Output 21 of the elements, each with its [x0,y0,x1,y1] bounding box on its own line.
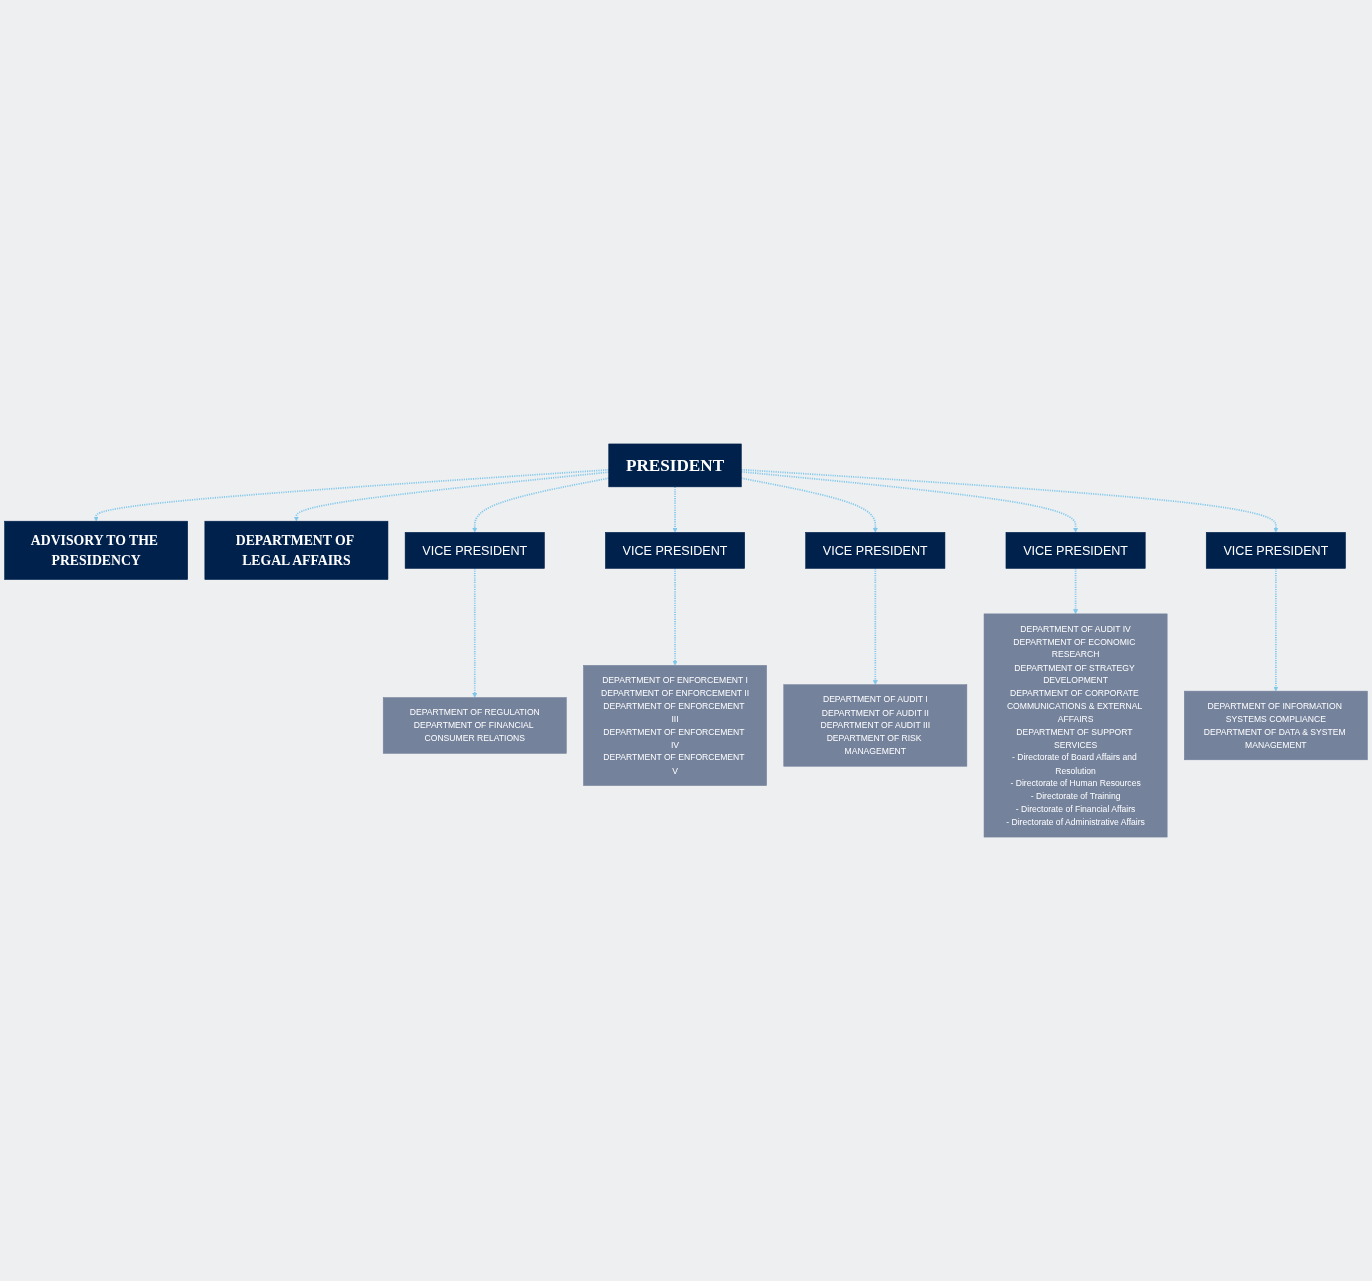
node-box: DEPARTMENT OF AUDIT I DEPARTMENT OF AUDIT II DEPARTMENT OF AUDIT III DEPARTMENT OF RISK MANAGEMENT [783,684,968,767]
arrow [1073,567,1079,615]
node-box: PRESIDENT [608,443,742,488]
node-box: DEPARTMENT OF ENFORCEMENT I DEPARTMENT OF ENFORCEMENT II DEPARTMENT OF ENFORCEMENT III DEPARTMENT OF ENFORCEMENT IV DEPARTMENT OF ENFORCEMENT V [583,665,767,786]
arrow [672,486,678,533]
arrow [672,567,678,666]
node-box: DEPARTMENT OF AUDIT IV DEPARTMENT OF ECONOMIC RESEARCH DEPARTMENT OF STRATEGY DEVELOPMENT DEPARTMENT OF CORPORATE COMMUNICATIONS & EXTERNAL AFFAIRS DEPARTMENT OF SUPPORT SERVICES - Directorate of Board Affairs and Resolution - Directorate of Human Resources - Directorate of Training - Directorate of Financial Affairs - Directorate of Administrative Affairs [983,613,1168,838]
node-box: DEPARTMENT OF REGULATION DEPARTMENT OF FINANCIAL CONSUMER RELATIONS [382,697,567,754]
node-box: VICE PRESIDENT [805,532,946,569]
arrow [1273,567,1279,692]
node-box: ADVISORY TO THE PRESIDENCY [4,520,188,580]
arrow [872,567,878,685]
arrow [472,567,478,698]
node-box: VICE PRESIDENT [404,532,545,569]
node-box: DEPARTMENT OF LEGAL AFFAIRS [204,520,389,580]
node-box: VICE PRESIDENT [1005,532,1146,569]
arrow [740,470,1079,533]
arrow [740,468,1279,533]
node-box: VICE PRESIDENT [1205,532,1346,569]
node-box: VICE PRESIDENT [605,532,745,569]
node-box: DEPARTMENT OF INFORMATION SYSTEMS COMPLIANCE DEPARTMENT OF DATA & SYSTEM MANAGEMENT [1184,690,1368,761]
